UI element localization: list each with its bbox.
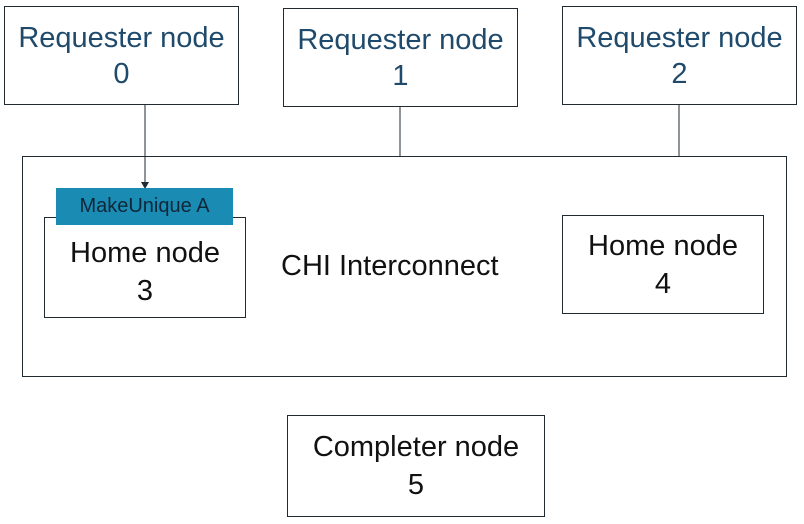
completer-node-5-label: Completer node xyxy=(312,431,520,463)
requester-node-1: Requester node 1 xyxy=(283,8,518,107)
requester-node-1-id: 1 xyxy=(392,59,409,92)
home-node-3-id: 3 xyxy=(136,274,154,307)
interconnect-label: CHI Interconnect xyxy=(281,250,499,282)
makeunique-message-badge: MakeUnique A xyxy=(56,188,233,225)
home-node-4-label: Home node xyxy=(588,229,738,262)
requester-node-2-label: Requester node xyxy=(576,21,783,54)
requester-node-2-id: 2 xyxy=(671,57,688,90)
requester-node-0-id: 0 xyxy=(113,57,130,90)
home-node-3: Home node 3 xyxy=(44,217,246,318)
home-node-3-label: Home node xyxy=(70,236,220,269)
home-node-4: Home node 4 xyxy=(562,215,764,314)
home-node-4-id: 4 xyxy=(654,267,672,300)
requester-node-2: Requester node 2 xyxy=(562,6,797,105)
requester-node-0: Requester node 0 xyxy=(4,6,239,105)
requester-node-0-label: Requester node xyxy=(18,21,225,54)
completer-node-5: Completer node 5 xyxy=(287,415,545,517)
completer-node-5-id: 5 xyxy=(407,469,425,501)
requester-node-1-label: Requester node xyxy=(297,23,504,56)
